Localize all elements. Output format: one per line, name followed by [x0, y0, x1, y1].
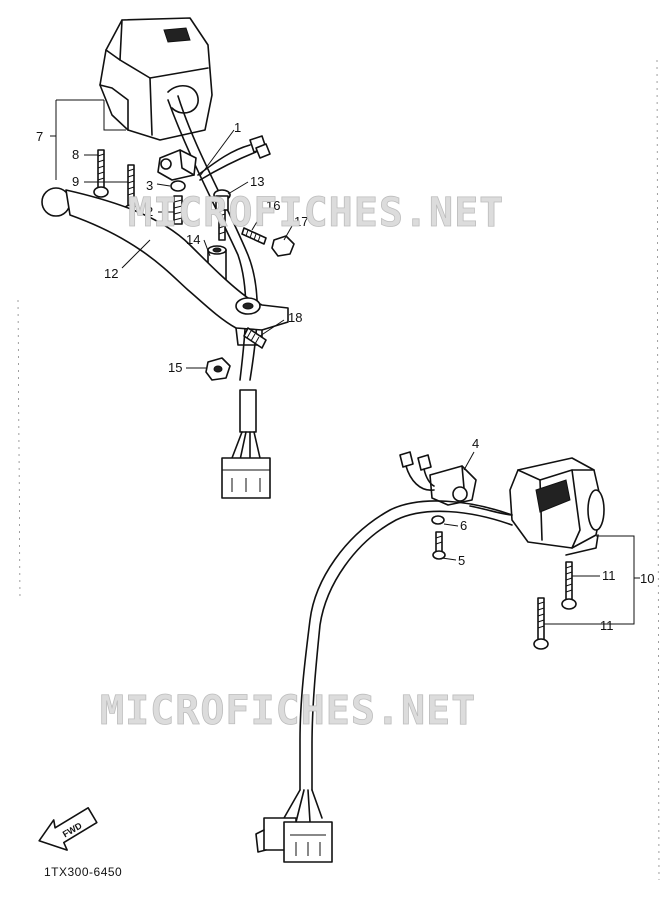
screw-8 — [93, 149, 109, 198]
clutch-lever-12 — [41, 187, 289, 346]
watermark-lower: MICROFICHES.NET — [100, 688, 476, 734]
callout-13: 13 — [250, 174, 264, 189]
leader-lines-left — [50, 99, 293, 369]
nut-17 — [271, 235, 295, 257]
callout-2: 2 — [146, 204, 153, 219]
left-harness-connector — [221, 389, 271, 499]
callout-3: 3 — [146, 178, 153, 193]
screw-2 — [173, 195, 183, 225]
clutch-switch — [157, 149, 197, 181]
screw-11-lower — [533, 597, 549, 650]
screw-5 — [432, 531, 446, 560]
callout-6: 6 — [460, 518, 467, 533]
callout-12: 12 — [104, 266, 118, 281]
right-switch-cable — [299, 500, 513, 791]
pivot-bolt-13 — [213, 189, 231, 241]
left-switch-housing — [99, 17, 213, 141]
callout-5: 5 — [458, 553, 465, 568]
callout-14: 14 — [186, 232, 200, 247]
nut-15 — [205, 357, 231, 381]
callout-8: 8 — [72, 147, 79, 162]
washer-3 — [170, 180, 186, 192]
callout-4: 4 — [472, 436, 479, 451]
leader-lines-right — [441, 451, 640, 625]
scan-edge-left — [17, 299, 21, 601]
callout-15: 15 — [168, 360, 182, 375]
callout-11-upper: 11 — [602, 568, 616, 583]
callout-10: 10 — [640, 571, 654, 586]
screw-16 — [241, 227, 267, 245]
screw-11-upper — [561, 561, 577, 610]
brake-switch-4 — [399, 451, 477, 506]
right-harness-connector — [255, 789, 333, 863]
callout-9: 9 — [72, 174, 79, 189]
callout-16: 16 — [266, 198, 280, 213]
callout-17: 17 — [294, 214, 308, 229]
scan-edge-right — [656, 59, 660, 881]
drawing-code: 1TX300-6450 — [44, 865, 122, 879]
fwd-arrow-icon: FWD — [38, 806, 98, 851]
right-switch-housing — [509, 457, 605, 556]
callout-11-lower: 11 — [600, 618, 614, 633]
callout-1: 1 — [234, 120, 241, 135]
watermark-upper: MICROFICHES.NET — [128, 190, 504, 236]
callout-18: 18 — [288, 310, 302, 325]
washer-6 — [431, 515, 445, 525]
callout-7: 7 — [36, 129, 43, 144]
